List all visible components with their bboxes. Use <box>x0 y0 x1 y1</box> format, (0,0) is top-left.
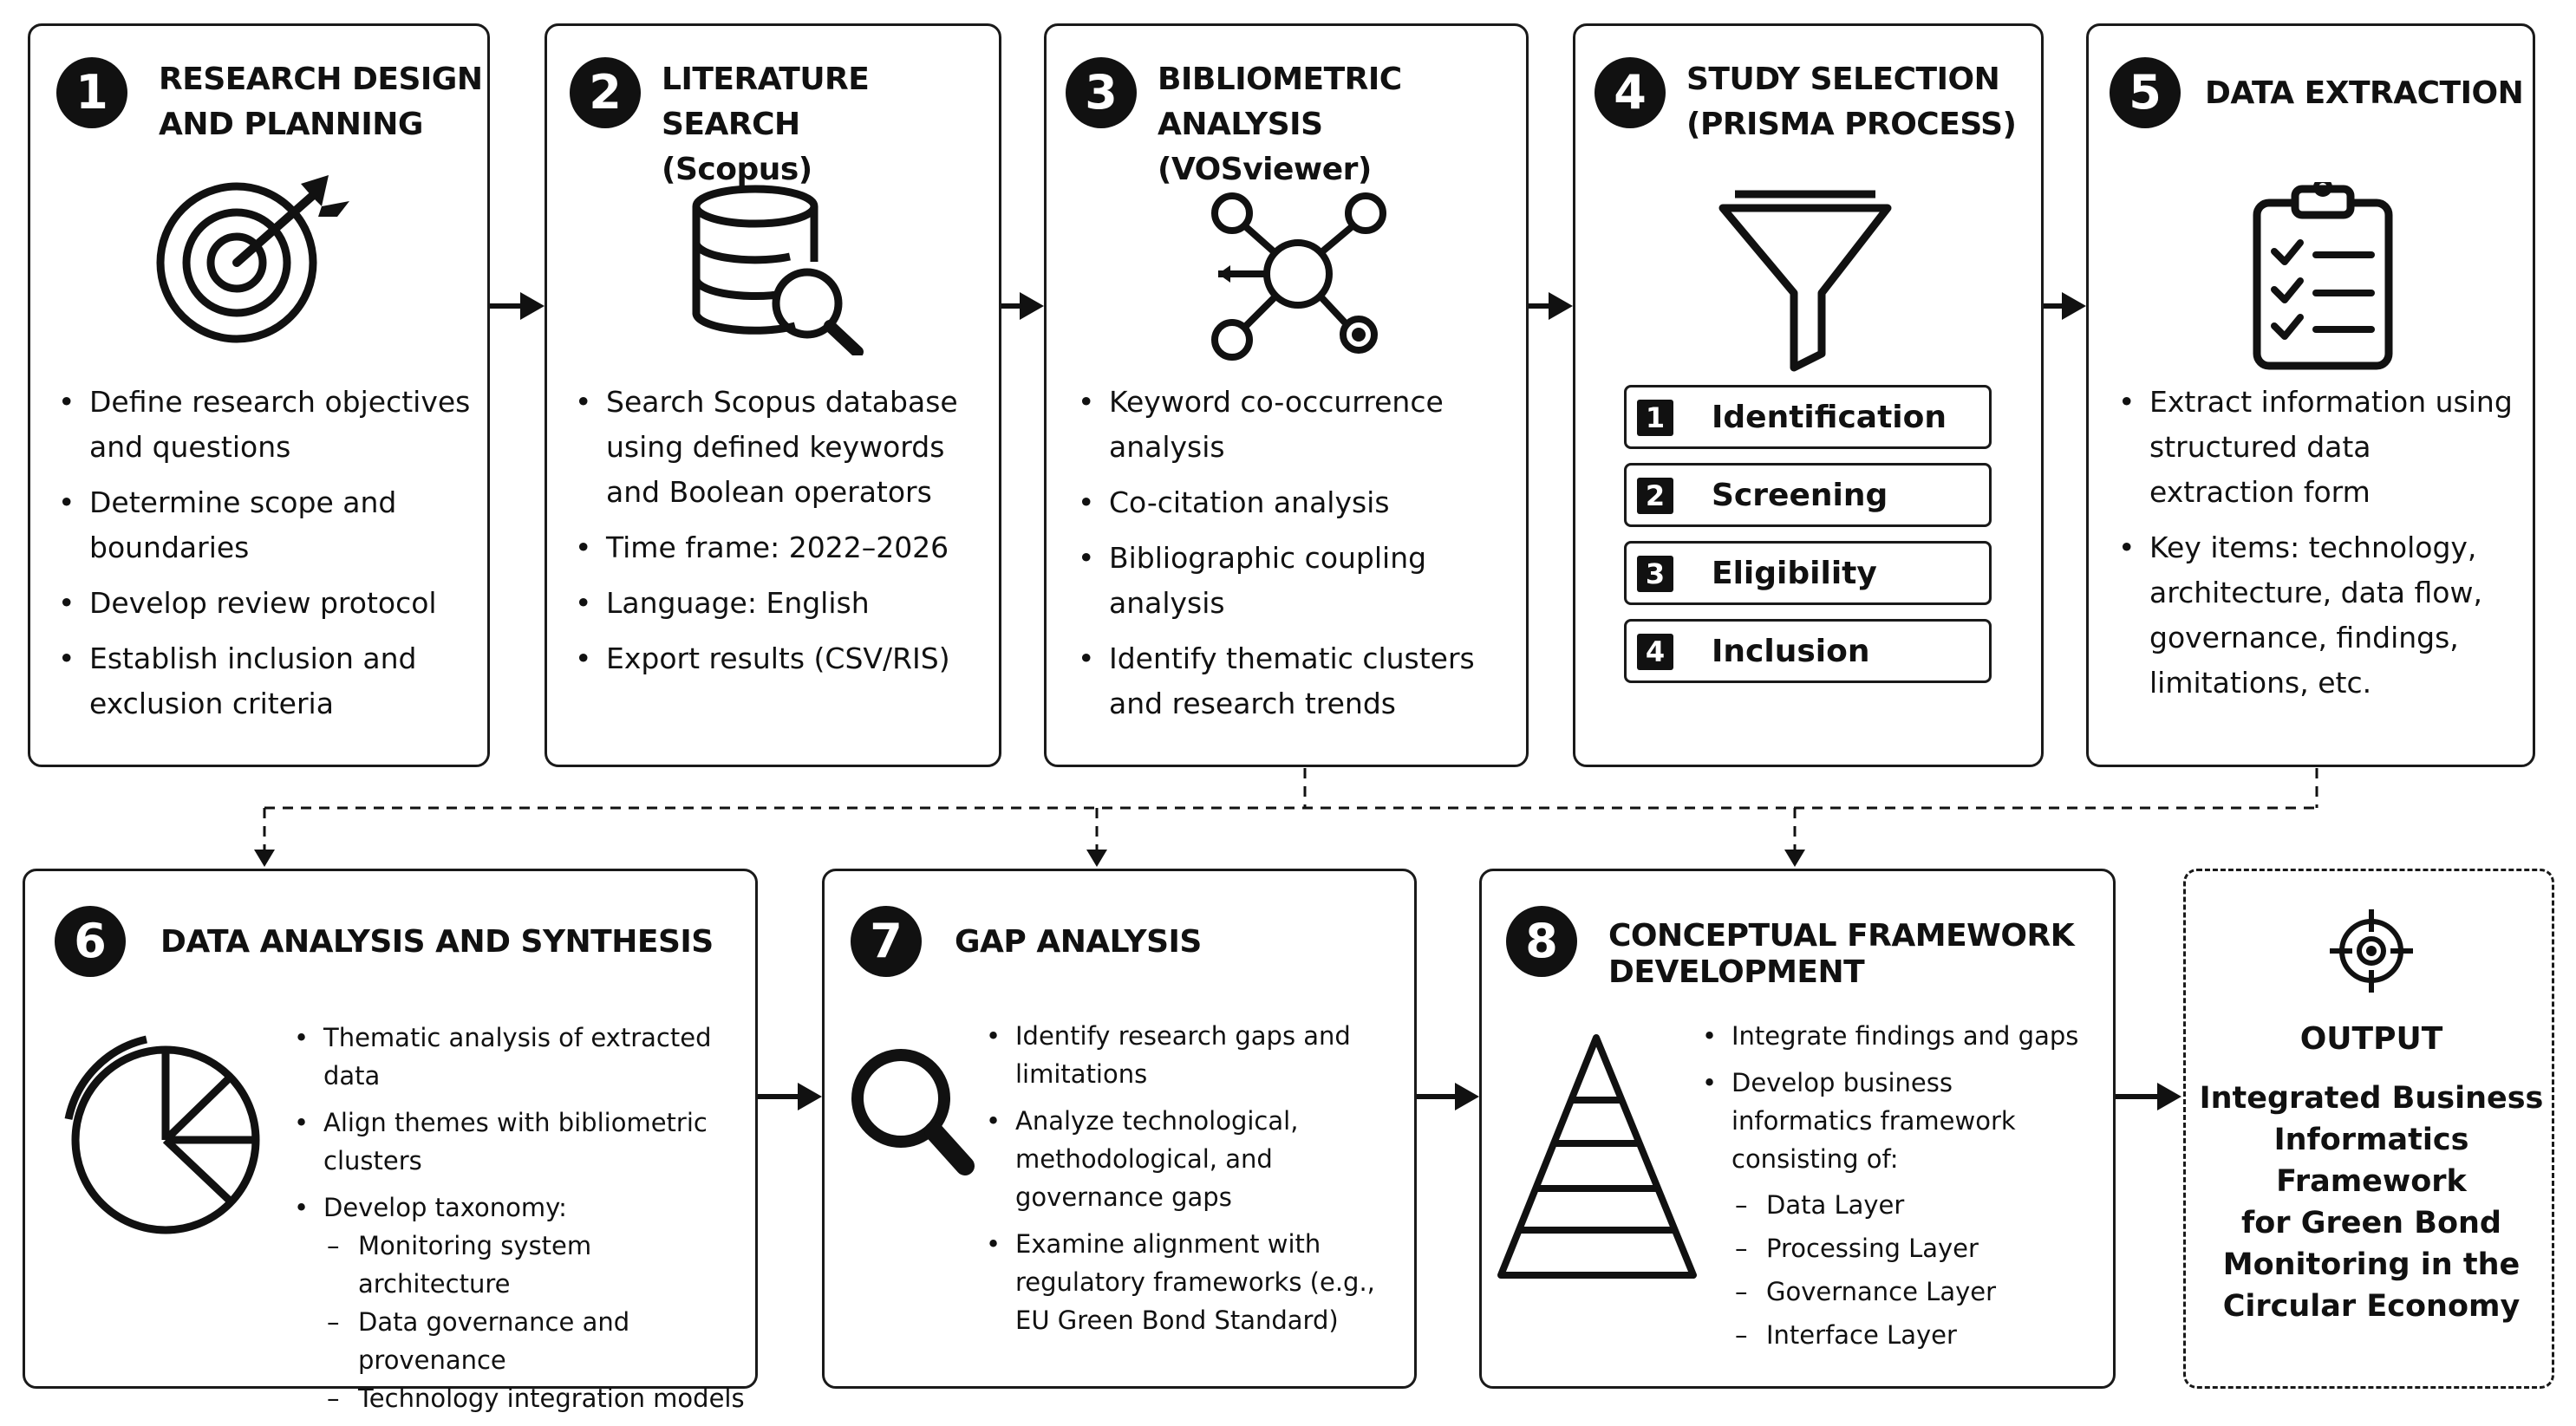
list-item: Establish inclusion and exclusion criter… <box>58 636 474 726</box>
step-number-badge: 4 <box>1595 57 1666 128</box>
prisma-stage-inclusion: 4 Inclusion <box>1624 619 1992 683</box>
dashed-arrowhead <box>1086 850 1107 867</box>
arrow-6-to-7 <box>758 1083 822 1110</box>
arrow-3-to-4 <box>1529 292 1573 320</box>
step-title: DATA EXTRACTION <box>2205 75 2524 111</box>
list-item: Bibliographic coupling analysis <box>1078 536 1511 626</box>
step-6-card: 6 DATA ANALYSIS AND SYNTHESIS Thematic a… <box>23 869 758 1417</box>
list-item: Time frame: 2022–2026 <box>575 525 982 570</box>
step-title: BIBLIOMETRIC ANALYSIS (VOSviewer) <box>1158 62 1402 187</box>
step-title: DATA ANALYSIS AND SYNTHESIS <box>160 924 714 960</box>
step-7-card: 7 GAP ANALYSIS Identify research gaps an… <box>822 869 1417 1389</box>
list-item: Interface Layer <box>1731 1313 2101 1357</box>
prisma-stage-identification: 1 Identification <box>1624 385 1992 449</box>
list-item: Technology integration models <box>323 1379 745 1417</box>
list-item: Processing Layer <box>1731 1227 2101 1270</box>
list-item: Keyword co-occurrence analysis <box>1078 380 1511 470</box>
step-bullet-list: Integrate findings and gaps Develop busi… <box>1702 1017 2101 1365</box>
list-item: Search Scopus database using defined key… <box>575 380 982 515</box>
list-item: Export results (CSV/RIS) <box>575 636 982 681</box>
list-item: Identify research gaps and limitations <box>986 1017 1402 1093</box>
output-card: OUTPUT Integrated Business Informatics F… <box>2183 869 2554 1389</box>
list-item: Examine alignment with regulatory framew… <box>986 1225 1402 1339</box>
network-icon <box>1211 192 1386 361</box>
arrow-7-to-8 <box>1417 1083 1479 1110</box>
list-item: Align themes with bibliometric clusters <box>294 1104 745 1180</box>
list-item: Develop business informatics framework c… <box>1702 1064 2101 1357</box>
crosshair-target-icon <box>2330 909 2413 993</box>
step-bullet-list: Identify research gaps and limitations A… <box>986 1017 1402 1348</box>
funnel-icon <box>1718 190 1892 372</box>
step-title: STUDY SELECTION (PRISMA PROCESS) <box>1686 62 2017 142</box>
arrow-4-to-5 <box>2044 292 2086 320</box>
list-item: Key items: technology, architecture, dat… <box>2118 525 2522 706</box>
step-number-badge: 3 <box>1066 57 1137 128</box>
list-item: Governance Layer <box>1731 1270 2101 1313</box>
step-bullet-list: Extract information using structured dat… <box>2118 380 2522 716</box>
output-description: Integrated Business Informatics Framewor… <box>2199 1081 2544 1324</box>
sub-bullet-list: Monitoring system architecture Data gove… <box>323 1227 745 1417</box>
pyramid-icon <box>1497 1034 1697 1279</box>
step-number-badge: 5 <box>2110 57 2181 128</box>
list-item: Define research objectives and questions <box>58 380 474 470</box>
database-search-icon <box>692 185 864 355</box>
step-title: GAP ANALYSIS <box>955 924 1202 960</box>
dashed-arrowhead <box>1784 850 1805 867</box>
list-item: Thematic analysis of extracted data <box>294 1019 745 1095</box>
step-2-card: 2 LITERATURE SEARCH (Scopus) Search Scop… <box>545 23 1001 767</box>
arrow-8-to-output <box>2116 1083 2181 1110</box>
step-3-card: 3 BIBLIOMETRIC ANALYSIS (VOSviewer) Keyw… <box>1044 23 1529 767</box>
prisma-stage-eligibility: 3 Eligibility <box>1624 541 1992 605</box>
step-bullet-list: Thematic analysis of extracted data Alig… <box>294 1019 745 1426</box>
step-number-badge: 8 <box>1506 906 1577 977</box>
step-number-badge: 7 <box>851 906 922 977</box>
list-item: Develop taxonomy: Monitoring system arch… <box>294 1188 745 1417</box>
list-item: Integrate findings and gaps <box>1702 1017 2101 1055</box>
step-bullet-list: Keyword co-occurrence analysis Co-citati… <box>1078 380 1511 737</box>
step-number-badge: 2 <box>570 57 641 128</box>
list-item: Develop review protocol <box>58 581 474 626</box>
list-item: Extract information using structured dat… <box>2118 380 2522 515</box>
step-1-card: 1 RESEARCH DESIGN AND PLANNING Define re… <box>28 23 490 767</box>
step-title: RESEARCH DESIGN AND PLANNING <box>159 62 483 142</box>
list-item: Analyze technological, methodological, a… <box>986 1102 1402 1216</box>
dashed-arrowhead <box>254 850 275 867</box>
list-item: Identify thematic clusters and research … <box>1078 636 1511 726</box>
step-4-card: 4 STUDY SELECTION (PRISMA PROCESS) 1 Ide… <box>1573 23 2044 767</box>
list-item: Data Layer <box>1731 1183 2101 1227</box>
target-icon <box>156 175 349 343</box>
step-8-card: 8 CONCEPTUAL FRAMEWORK DEVELOPMENT Integ… <box>1479 869 2116 1389</box>
dashed-connector <box>263 768 2318 851</box>
arrow-1-to-2 <box>490 292 545 320</box>
list-item: Co-citation analysis <box>1078 480 1511 525</box>
pie-chart-icon <box>64 1035 260 1234</box>
step-number-badge: 1 <box>56 57 127 128</box>
output-title: OUTPUT <box>2299 1021 2443 1057</box>
list-item: Monitoring system architecture <box>323 1227 745 1303</box>
step-5-card: 5 DATA EXTRACTION Extract information us… <box>2086 23 2535 767</box>
list-item: Data governance and provenance <box>323 1303 745 1379</box>
step-bullet-list: Search Scopus database using defined key… <box>575 380 982 692</box>
sub-bullet-list: Data Layer Processing Layer Governance L… <box>1731 1183 2101 1357</box>
list-item: Language: English <box>575 581 982 626</box>
step-bullet-list: Define research objectives and questions… <box>58 380 474 737</box>
step-title: LITERATURE SEARCH (Scopus) <box>662 62 870 187</box>
magnifier-icon <box>851 1049 975 1175</box>
prisma-stage-screening: 2 Screening <box>1624 463 1992 527</box>
step-number-badge: 6 <box>55 906 126 977</box>
clipboard-checklist-icon <box>2253 182 2393 370</box>
list-item: Determine scope and boundaries <box>58 480 474 570</box>
step-title: CONCEPTUAL FRAMEWORK DEVELOPMENT <box>1608 918 2075 990</box>
arrow-2-to-3 <box>1001 292 1044 320</box>
